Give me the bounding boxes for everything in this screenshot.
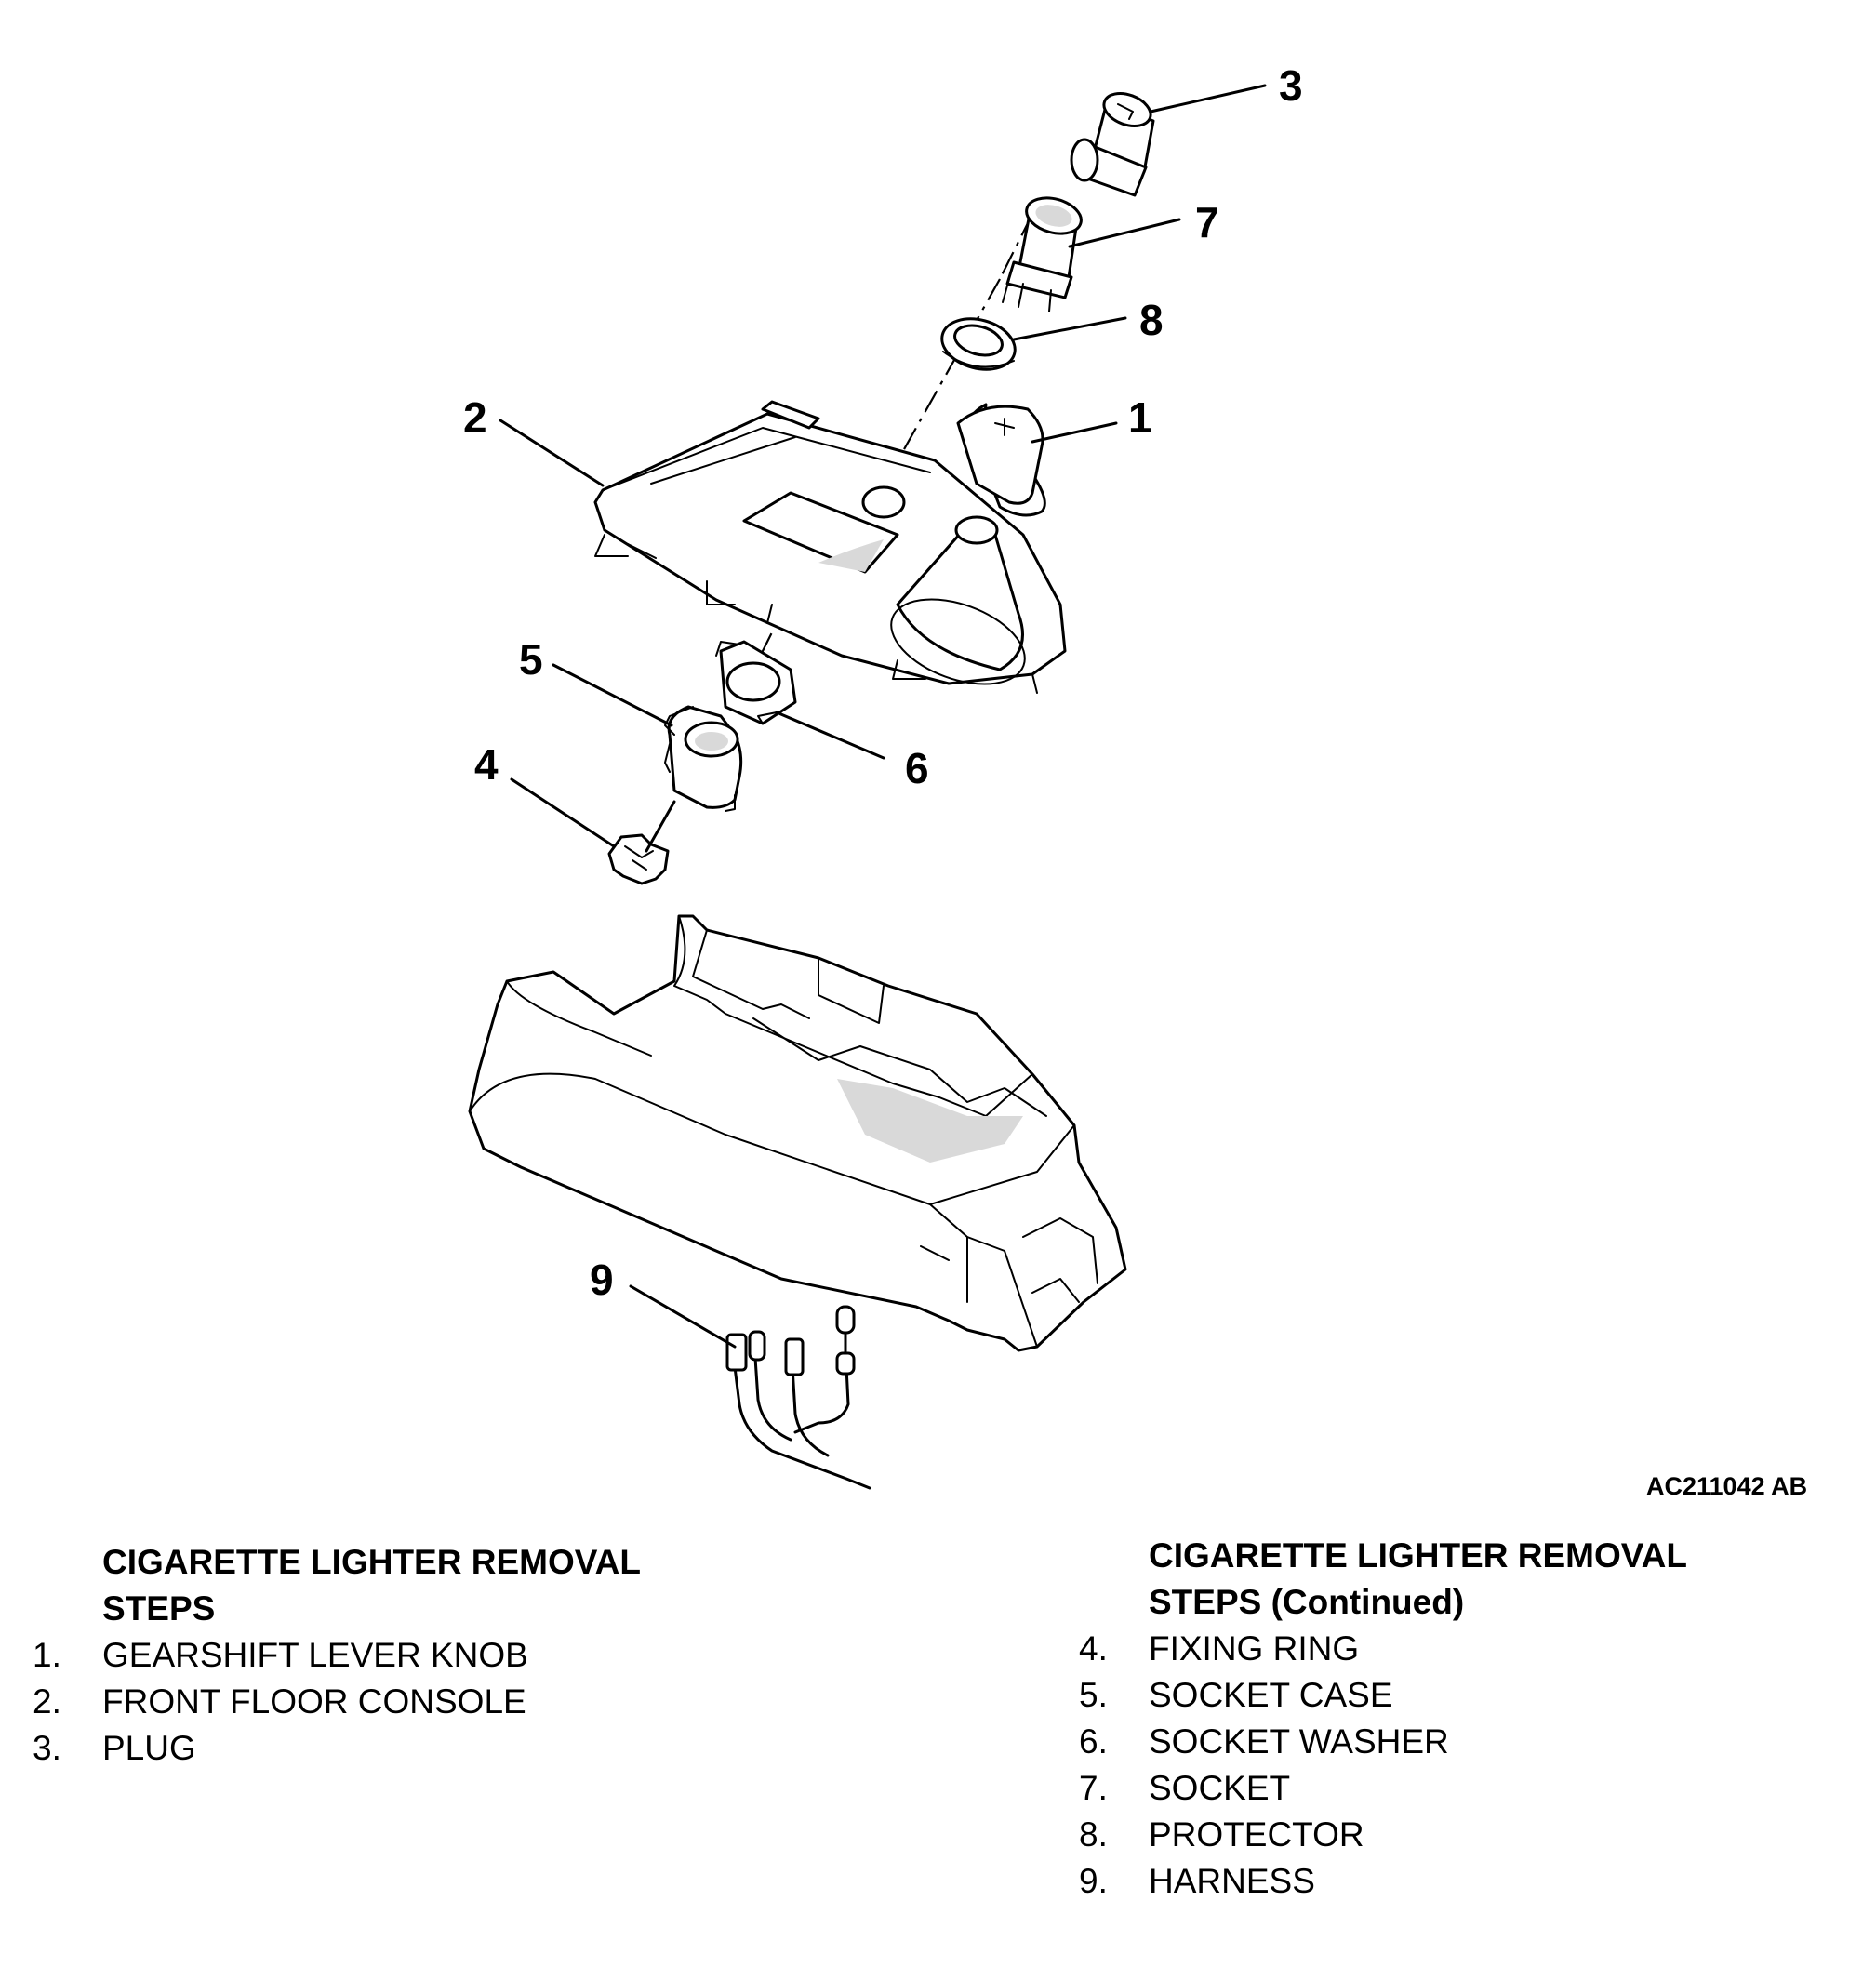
list-item: 1. GEARSHIFT LEVER KNOB [33,1632,641,1679]
callout-7: 7 [1195,198,1219,246]
callout-9: 9 [590,1256,614,1304]
plug-part [1070,92,1155,197]
step-number: 3. [33,1729,61,1767]
callout-3: 3 [1279,61,1303,110]
removal-steps-continued-list: CIGARETTE LIGHTER REMOVAL STEPS (Continu… [1079,1533,1687,1905]
list-item: 4. FIXING RING [1079,1626,1687,1672]
callout-8: 8 [1139,296,1164,344]
list-item: 9. HARNESS [1079,1858,1687,1905]
callout-4: 4 [474,740,499,789]
step-number: 5. [1079,1676,1108,1714]
list-item: 3. PLUG [33,1725,641,1772]
list-item: 7. SOCKET [1079,1765,1687,1812]
removal-steps-list: CIGARETTE LIGHTER REMOVAL STEPS 1. GEARS… [33,1539,641,1772]
callout-5: 5 [519,635,543,684]
front-floor-console-part [593,400,1067,694]
step-label: SOCKET CASE [1149,1676,1393,1714]
callout-1: 1 [1128,393,1152,442]
step-label: HARNESS [1149,1862,1315,1900]
socket-washer-part [715,640,797,725]
step-label: FRONT FLOOR CONSOLE [102,1682,526,1721]
steps-title-line1: CIGARETTE LIGHTER REMOVAL [1149,1536,1687,1575]
step-label: SOCKET WASHER [1149,1722,1449,1761]
socket-case-part [664,705,743,812]
steps-title-line1: CIGARETTE LIGHTER REMOVAL [102,1543,641,1581]
step-label: PROTECTOR [1149,1815,1364,1854]
step-number: 1. [33,1636,61,1674]
fixing-ring-part [607,833,670,885]
gearshift-knob-part [956,403,1046,517]
step-label: SOCKET [1149,1769,1291,1807]
callout-6: 6 [905,744,929,792]
steps-title-line2: STEPS (Continued) [1149,1583,1465,1621]
steps-title-line2: STEPS [102,1589,216,1628]
center-console-part [468,914,1127,1352]
step-number: 9. [1079,1862,1108,1900]
list-item: 8. PROTECTOR [1079,1812,1687,1858]
exploded-view-diagram: 3 7 8 1 2 5 6 4 9 [463,61,1303,1490]
harness-part [725,1305,871,1490]
socket-part [1002,196,1083,312]
step-label: FIXING RING [1149,1629,1360,1668]
leader-lines [499,84,1267,1349]
step-number: 4. [1079,1629,1108,1668]
step-number: 7. [1079,1769,1108,1807]
list-item: 2. FRONT FLOOR CONSOLE [33,1679,641,1725]
figure-code: AC211042 AB [1646,1472,1808,1500]
callout-2: 2 [463,393,487,442]
list-item: 5. SOCKET CASE [1079,1672,1687,1719]
step-label: PLUG [102,1729,196,1767]
protector-part [940,317,1017,371]
step-number: 2. [33,1682,61,1721]
step-number: 6. [1079,1722,1108,1761]
list-item: 6. SOCKET WASHER [1079,1719,1687,1765]
step-label: GEARSHIFT LEVER KNOB [102,1636,528,1674]
step-number: 8. [1079,1815,1108,1854]
